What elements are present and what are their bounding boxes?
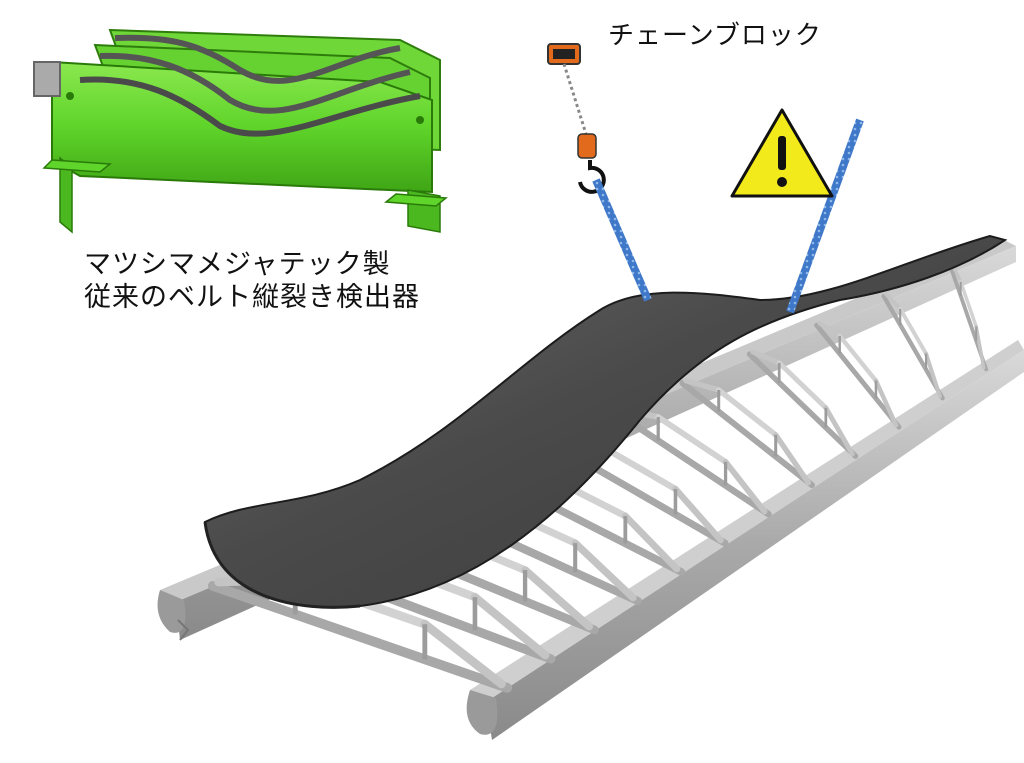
belt-rip-detector-image [33, 28, 448, 234]
wing-roller [951, 263, 963, 284]
wing-roller [683, 377, 722, 393]
wing-roller [823, 405, 855, 457]
cross-member [679, 380, 815, 489]
cross-member [814, 322, 902, 430]
center-roller [958, 280, 978, 329]
cross-member [207, 580, 513, 693]
wing-roller [722, 458, 768, 515]
wing-roller [672, 485, 724, 544]
chain-block [547, 43, 864, 314]
wing-roller [571, 539, 637, 602]
wing-roller [884, 292, 903, 311]
right-sling [786, 118, 864, 314]
wing-roller [420, 619, 506, 689]
wing-roller [750, 349, 782, 366]
wing-roller [873, 378, 899, 428]
product-caption: マツシマメジャテック製 従来のベルト縦裂き検出器 [84, 248, 420, 314]
wing-roller [470, 593, 550, 660]
wing-roller [817, 320, 842, 339]
product-caption-line1: マツシマメジャテック製 [84, 249, 391, 280]
wing-roller [974, 324, 986, 370]
center-roller [837, 333, 879, 384]
product-caption-line2: 従来のベルト縦裂き検出器 [84, 282, 420, 313]
right-rail [466, 340, 1024, 740]
cross-member [612, 408, 772, 518]
wing-roller [521, 566, 594, 631]
warning-icon [730, 108, 834, 198]
cross-member [746, 351, 859, 459]
cross-member [881, 293, 945, 401]
wing-roller [772, 432, 812, 486]
conveyor-belt [203, 234, 1008, 609]
wing-roller [621, 512, 681, 573]
chain-block-label: チェーンブロック [608, 21, 822, 51]
center-roller [898, 306, 929, 356]
wing-roller [924, 351, 942, 399]
left-sling [592, 178, 652, 302]
center-roller [655, 414, 729, 465]
center-roller [776, 360, 829, 411]
center-roller [715, 387, 779, 438]
